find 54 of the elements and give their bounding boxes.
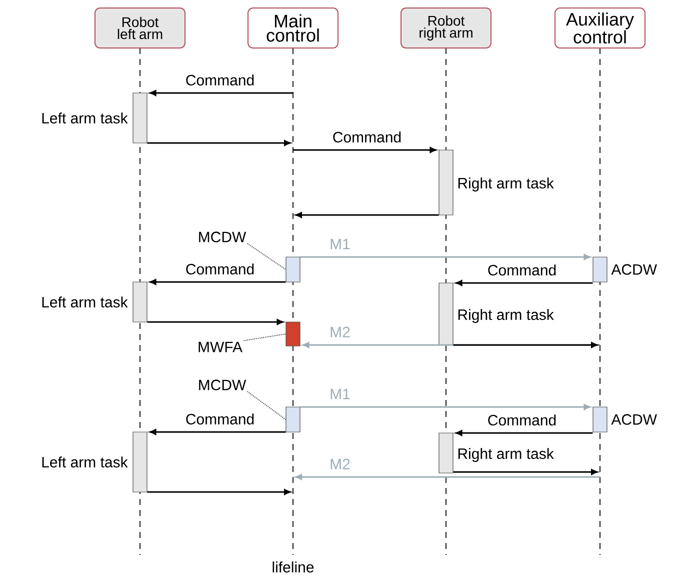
message-label: Command [186,74,254,86]
message-label: M2 [330,458,350,470]
task-label: Right arm task [458,178,554,192]
message-label: Command [186,264,254,274]
activation-bar [132,432,148,492]
message-arrow [453,469,598,475]
message-label: Command [186,413,254,424]
message-arrow [149,90,293,96]
participant-box: Robot right arm [400,8,492,48]
activation-bar [286,256,300,282]
window-label: ACDW [611,264,657,275]
participant-box: Main control [248,8,338,48]
task-label: Left arm task [42,296,128,308]
activation-bar [438,432,454,474]
leader-line [246,243,286,270]
lifeline-label: lifeline [272,561,314,572]
message-arrow [455,430,593,436]
message-arrow [300,254,591,260]
message-arrow [453,342,598,348]
window-label: MCDW [199,232,246,242]
message-arrow [147,140,291,146]
activation-bar [438,150,454,216]
activation-bar [132,92,148,144]
leader-line [246,391,286,420]
message-arrow [293,147,437,153]
window-label: MWFA [198,342,242,352]
task-label: Right arm task [458,448,554,462]
activation-bar [286,406,300,432]
activation-bar [592,256,608,282]
message-arrow [149,279,286,285]
window-label: ACDW [611,414,657,425]
participant-box: Auxiliary control [554,8,646,48]
message-label: Command [333,132,401,142]
message-label: Command [488,414,556,426]
message-arrow [300,404,591,410]
message-label: M1 [330,238,350,250]
task-label: Left arm task [42,112,128,124]
activation-bar [592,406,608,432]
task-label: Left arm task [42,456,128,468]
activation-bar [132,282,148,322]
message-label: Command [488,264,556,276]
task-label: Right arm task [458,309,554,323]
message-arrow [147,489,291,495]
message-arrow [295,212,439,218]
message-label: M1 [330,388,350,400]
leader-line [243,334,286,342]
window-label: MCDW [199,380,246,390]
activation-bar [438,282,454,346]
activation-bar [286,322,300,346]
message-arrow [149,429,286,435]
message-label: M2 [330,326,350,338]
message-arrow [455,280,593,286]
participant-box: Robot left arm [94,8,186,48]
message-arrow [147,319,284,325]
